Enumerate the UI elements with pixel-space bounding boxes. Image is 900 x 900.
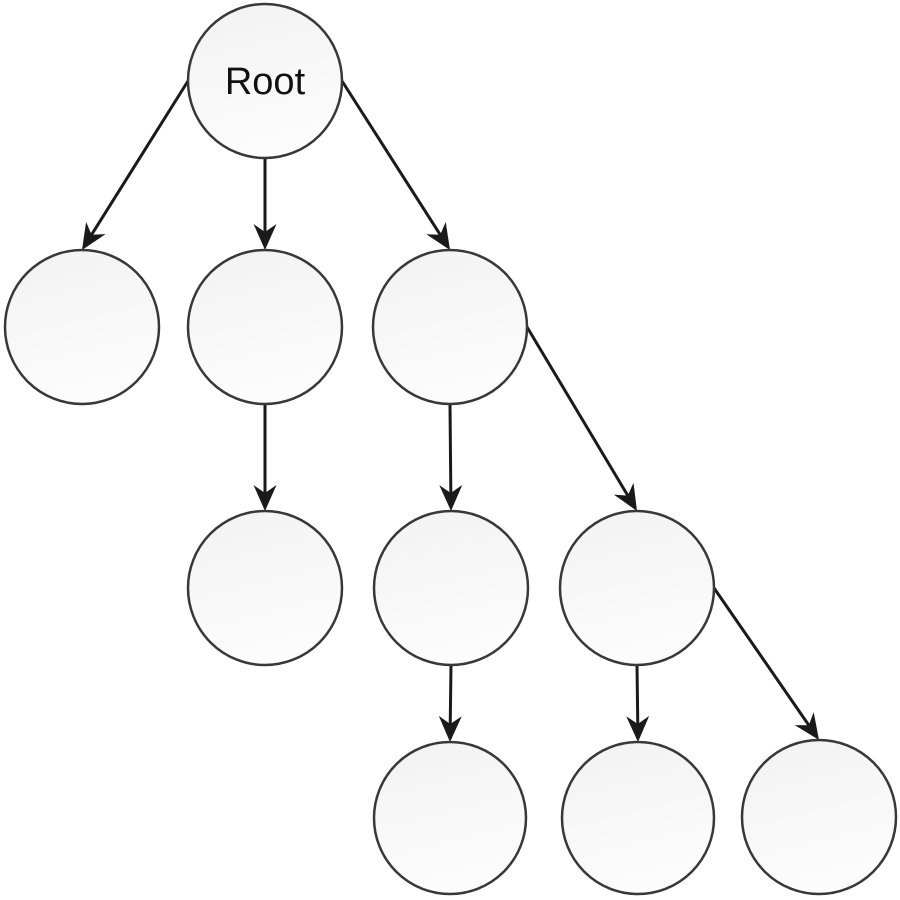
tree-edge xyxy=(712,587,819,740)
node-circle xyxy=(186,248,344,406)
edge-line xyxy=(635,664,640,726)
tree-edge xyxy=(525,326,637,511)
edge-arrowhead xyxy=(426,221,450,250)
node-circle xyxy=(372,740,528,896)
tree-edge xyxy=(340,80,450,250)
node-label: Root xyxy=(225,61,306,103)
tree-edge xyxy=(438,664,462,742)
node-circle xyxy=(371,248,529,406)
edge-line xyxy=(340,80,443,237)
tree-edge xyxy=(253,158,277,250)
tree-node-a xyxy=(3,248,161,406)
node-circle xyxy=(186,509,344,667)
tree-node-e xyxy=(372,509,530,667)
edges-layer xyxy=(82,80,819,742)
node-circle xyxy=(558,509,716,667)
tree-node-i xyxy=(740,738,898,896)
edge-line xyxy=(448,403,453,495)
tree-node-b xyxy=(186,248,344,406)
tree-node-f xyxy=(558,509,716,667)
tree-node-g xyxy=(372,740,528,896)
edge-arrowhead xyxy=(439,484,463,511)
tree-edge xyxy=(82,80,190,250)
edge-line xyxy=(525,326,630,498)
tree-edge xyxy=(439,403,463,511)
edge-arrowhead xyxy=(794,712,819,740)
edge-line xyxy=(712,587,811,727)
tree-edge xyxy=(626,664,650,742)
tree-edge xyxy=(253,404,277,511)
edge-arrowhead xyxy=(626,715,650,742)
edge-arrowhead xyxy=(253,485,277,511)
nodes-layer: Root xyxy=(3,2,898,896)
node-circle xyxy=(3,248,161,406)
tree-node-root: Root xyxy=(186,2,344,160)
edge-arrowhead xyxy=(253,224,277,250)
edge-arrowhead xyxy=(82,221,106,250)
edge-arrowhead xyxy=(613,482,637,511)
edge-line xyxy=(89,80,190,237)
node-circle xyxy=(560,740,716,896)
node-circle xyxy=(740,738,898,896)
node-circle xyxy=(372,509,530,667)
tree-node-c xyxy=(371,248,529,406)
edge-line xyxy=(448,664,453,726)
tree-node-h xyxy=(560,740,716,896)
edge-arrowhead xyxy=(438,715,462,742)
node-circle xyxy=(186,2,344,160)
tree-node-d xyxy=(186,509,344,667)
